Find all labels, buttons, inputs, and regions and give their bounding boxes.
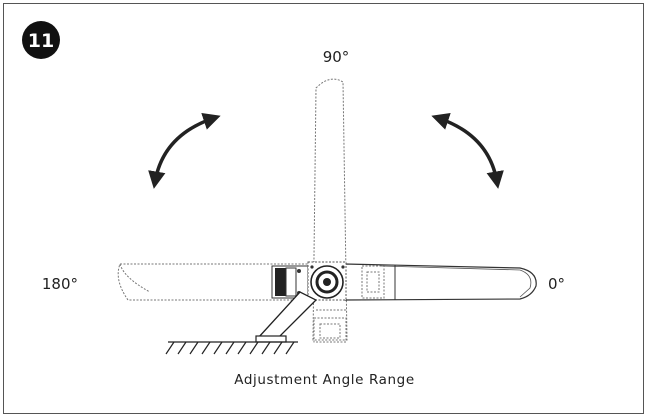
panel-position-180: [117, 263, 331, 301]
panel-position-90: [312, 78, 348, 343]
mounting-bracket: [255, 291, 318, 343]
step-badge: 11: [22, 21, 60, 59]
panel-position-0: [344, 263, 537, 301]
rotation-arrow-left-icon: [148, 113, 221, 189]
step-number: 11: [28, 30, 54, 52]
label-0-degrees: 0°: [548, 275, 565, 293]
panel-housing-left: [271, 265, 309, 299]
diagram-frame: [3, 3, 644, 414]
rotation-arrow-right-icon: [431, 113, 504, 189]
label-180-degrees: 180°: [42, 275, 78, 293]
diagram-caption: Adjustment Angle Range: [234, 372, 415, 388]
mounting-surface: [165, 341, 298, 355]
pivot-joint: [307, 261, 347, 301]
label-90-degrees: 90°: [323, 48, 350, 66]
